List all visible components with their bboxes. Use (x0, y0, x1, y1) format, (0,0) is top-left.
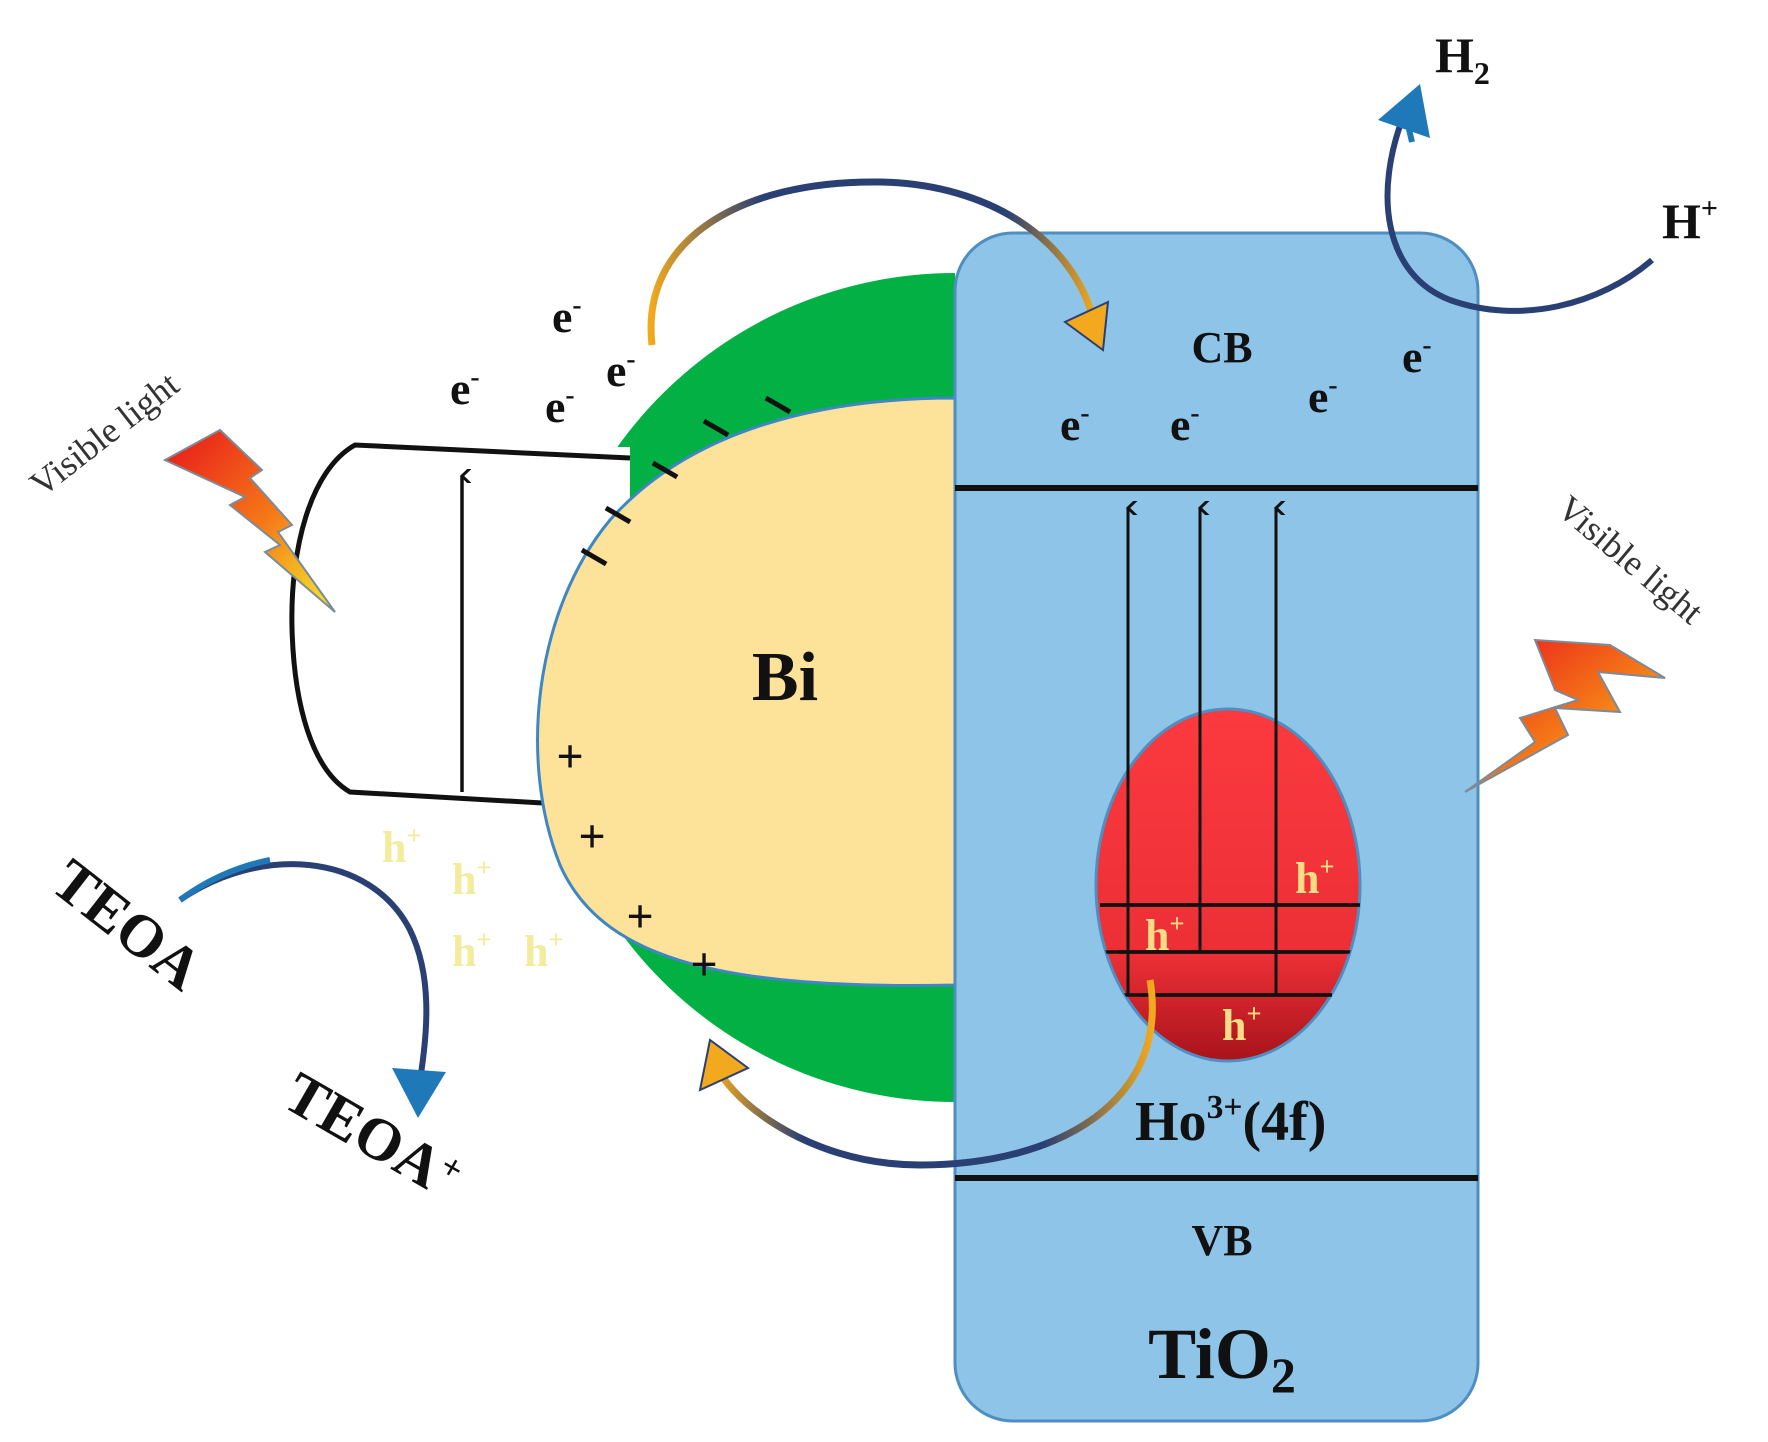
electron-label: e- (1308, 369, 1338, 422)
plus-mark: + (556, 730, 583, 783)
electron-label: e- (1170, 397, 1200, 450)
plus-mark: + (690, 938, 717, 991)
bi-label: Bi (752, 639, 818, 716)
ho-ellipse (1094, 707, 1362, 1063)
shell-electrons: e- e- e- e- (450, 289, 636, 432)
electron-label: e- (1060, 397, 1090, 450)
bi-core (536, 396, 957, 987)
arrowhead (392, 1068, 446, 1118)
hole-label: h+ (452, 852, 492, 904)
lightning-bolt-icon (162, 428, 336, 613)
ho-label: Ho3+(4f) (1135, 1089, 1326, 1153)
electron-label: e- (1402, 329, 1432, 382)
vb-label: VB (1191, 1216, 1252, 1265)
minus-mark (651, 460, 679, 480)
hydrogen-evolution: H2 H+ (1378, 27, 1718, 314)
arrowhead (1378, 84, 1430, 138)
minus-mark (702, 418, 730, 438)
h2-label: H2 (1435, 27, 1490, 91)
minus-mark (604, 505, 632, 525)
teoa-oxidation: TEOA TEOA+ (40, 846, 472, 1211)
hole-label: h+ (452, 924, 492, 976)
electron-label: e- (450, 361, 480, 414)
hole-label: h+ (1295, 851, 1335, 903)
hole-label: h+ (1145, 908, 1185, 960)
visible-light-label-right: Visible light (1550, 487, 1711, 631)
band-edge-lines (289, 442, 631, 811)
arrowhead (1063, 300, 1110, 352)
minus-mark (580, 547, 608, 567)
shell-holes: h+ h+ h+ h+ (382, 820, 564, 976)
tio2-label: TiO2 (1148, 1314, 1296, 1403)
electron-label: e- (606, 343, 636, 396)
bi-semiconductor-particle (289, 273, 957, 1102)
bi-charge-marks: + + + + (556, 395, 792, 991)
arrowhead (698, 1038, 750, 1092)
electron-transfer-arrow (647, 178, 1110, 352)
ho-4f-levels: h+ h+ h+ Ho3+(4f) (1094, 508, 1362, 1153)
cb-electrons: e- e- e- e- (1060, 329, 1432, 450)
h-plus-label: H+ (1662, 192, 1718, 249)
lightning-bolt-icon (1464, 638, 1666, 793)
visible-light-label-left: Visible light (22, 364, 186, 504)
teoa-label: TEOA (40, 846, 215, 1003)
minus-mark (764, 395, 792, 415)
teoa-plus-label: TEOA+ (274, 1059, 472, 1211)
cb-label: CB (1191, 323, 1252, 372)
electron-label: e- (545, 379, 575, 432)
hole-label: h+ (524, 924, 564, 976)
hole-label: h+ (1222, 998, 1262, 1050)
hole-transfer-arrow (698, 979, 1156, 1169)
electron-label: e- (552, 289, 582, 342)
plus-mark: + (626, 890, 653, 943)
plus-mark: + (578, 810, 605, 863)
hole-label: h+ (382, 820, 422, 872)
